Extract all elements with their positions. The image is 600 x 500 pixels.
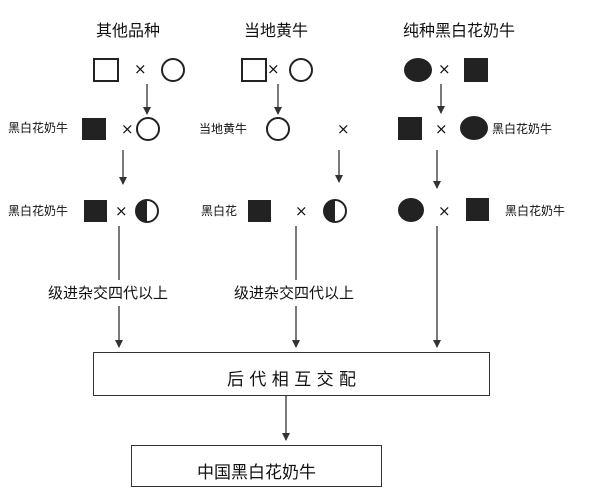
cross-symbol-r1-right: ×	[438, 60, 451, 78]
offspring-inter-mating-box: 后 代 相 互 交 配	[93, 352, 490, 396]
label-holstein-cow-row3-left: 黑白花奶牛	[8, 204, 69, 218]
male-filled-square-row3-right	[466, 198, 489, 221]
male-square-local-cattle	[241, 58, 267, 82]
male-filled-square-holstein-row3-left	[84, 200, 107, 222]
china-holstein-box: 中国黑白花奶牛	[131, 445, 382, 487]
header-local-cattle: 当地黄牛	[244, 21, 309, 40]
half-fill-row3-left	[136, 200, 147, 222]
cross-symbol-r2-right: ×	[435, 120, 448, 138]
female-filled-circle-holstein	[404, 58, 432, 82]
china-holstein-label: 中国黑白花奶牛	[197, 463, 316, 483]
female-circle-local-cattle	[289, 58, 313, 82]
half-fill-row3-middle	[324, 200, 335, 222]
male-filled-square-holstein	[464, 58, 488, 82]
label-holstein-row3-middle: 黑白花	[201, 204, 238, 218]
male-filled-square-row2-right	[398, 117, 422, 140]
cross-symbol-r3-right: ×	[438, 202, 451, 220]
female-circle-local-row2	[266, 117, 290, 141]
label-holstein-cow-row2-right: 黑白花奶牛	[492, 122, 553, 136]
cross-symbol-r2-middle: ×	[337, 120, 350, 138]
male-filled-square-holstein-row2-left	[82, 118, 106, 140]
label-grading-up-left: 级进杂交四代以上	[48, 284, 169, 302]
label-holstein-cow-row3-right: 黑白花奶牛	[505, 204, 566, 218]
offspring-inter-mating-label: 后 代 相 互 交 配	[226, 370, 357, 390]
male-filled-square-row3-middle	[248, 200, 271, 222]
cross-symbol-r2-left: ×	[121, 120, 134, 138]
header-other-breeds: 其他品种	[96, 21, 161, 40]
cross-symbol-r1-left: ×	[134, 60, 147, 78]
female-circle-other-breed	[161, 58, 185, 82]
cross-symbol-r1-middle: ×	[267, 60, 280, 78]
female-circle-row2-left	[136, 117, 160, 141]
label-holstein-cow-row2-left: 黑白花奶牛	[8, 121, 69, 135]
cross-symbol-r3-left: ×	[115, 202, 128, 220]
header-purebred-holstein: 纯种黑白花奶牛	[403, 21, 516, 40]
male-square-other-breed	[93, 58, 119, 82]
female-filled-circle-row2-right	[460, 116, 488, 140]
label-local-cattle-row2: 当地黄牛	[199, 122, 248, 136]
label-grading-up-middle: 级进杂交四代以上	[234, 284, 355, 302]
female-filled-circle-row3-right	[398, 198, 424, 222]
cross-symbol-r3-middle: ×	[295, 202, 308, 220]
